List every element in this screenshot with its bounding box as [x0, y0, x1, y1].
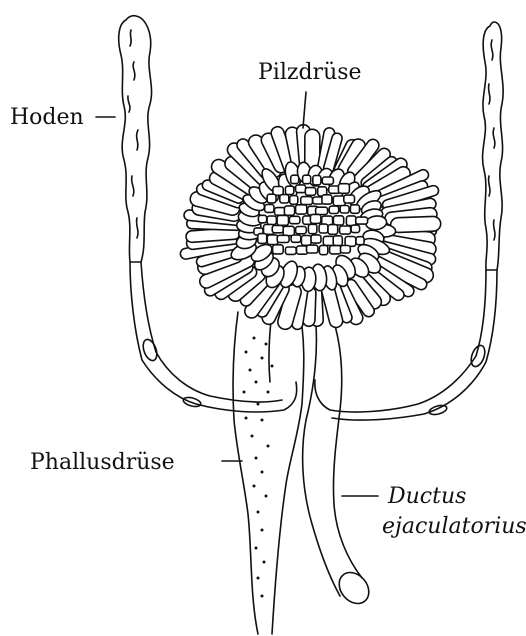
label-phallusdruese: Phallusdrüse: [30, 452, 175, 474]
gland-dot: [255, 381, 258, 384]
gland-cell: [356, 237, 364, 245]
gland-cell: [301, 197, 313, 205]
gland-cell: [285, 186, 293, 194]
gland-cell: [267, 216, 276, 225]
gland-cell: [338, 184, 349, 194]
gland-cell: [277, 215, 288, 225]
gland-cell: [340, 226, 351, 234]
right-testis: [483, 22, 504, 270]
ductus-left-outline: [303, 306, 340, 596]
gland-cell: [311, 235, 321, 243]
gland-dot: [265, 495, 268, 498]
gland-cell: [316, 207, 328, 214]
gland-cell: [344, 195, 355, 203]
gland-cell: [296, 205, 307, 214]
gland-dot: [253, 485, 256, 488]
gland-cell: [301, 236, 311, 246]
gland-cell: [267, 235, 278, 245]
gland-dot: [261, 595, 264, 598]
gland-dot: [255, 457, 258, 460]
gland-cell: [313, 176, 321, 185]
gland-dot: [255, 547, 258, 550]
gland-cell: [310, 214, 321, 223]
gland-cell: [350, 205, 359, 214]
label-ductus-line1: Ductus: [388, 486, 466, 508]
gland-cell: [328, 225, 338, 235]
gland-dot: [249, 369, 252, 372]
gland-cell: [267, 194, 276, 203]
gland-dot: [253, 337, 256, 340]
phallus-gland: [233, 302, 304, 634]
gland-dot: [243, 391, 246, 394]
gland-cell: [330, 246, 341, 254]
gland-tubule: [390, 216, 441, 232]
gland-cell: [272, 225, 283, 232]
gland-cell: [322, 195, 332, 204]
gland-dot: [261, 529, 264, 532]
gland-cell: [291, 175, 299, 183]
gland-cell: [277, 235, 289, 242]
left-testis-outline: [119, 16, 152, 262]
gland-dot: [245, 417, 248, 420]
mushroom-gland: [179, 124, 441, 331]
gland-cell: [265, 205, 274, 213]
gland-cell: [273, 245, 284, 254]
gland-cell: [280, 195, 289, 203]
gland-cell: [290, 196, 298, 205]
gland-cell: [258, 215, 266, 223]
gland-dot: [251, 435, 254, 438]
gland-cell: [319, 245, 327, 254]
label-ductus-line2: ejaculatorius: [382, 516, 526, 538]
phallus-gland-right-outline: [272, 302, 304, 634]
phallus-gland-left-outline: [233, 312, 258, 634]
gland-cell: [351, 225, 360, 233]
gland-dot: [267, 445, 270, 448]
gland-dot: [257, 403, 260, 406]
gland-cell: [341, 246, 351, 254]
left-testis: [119, 16, 152, 262]
gland-dot: [261, 419, 264, 422]
gland-cell: [329, 206, 339, 213]
gland-dot: [267, 391, 270, 394]
gland-dot: [271, 365, 274, 368]
gland-cell: [289, 216, 300, 223]
gland-dot: [257, 511, 260, 514]
label-hoden: Hoden: [10, 107, 84, 129]
gland-dot: [261, 357, 264, 360]
ductus-right-outline: [326, 300, 362, 578]
ductus-opening: [333, 567, 375, 610]
gland-cell: [303, 175, 311, 184]
gland-cell: [322, 177, 333, 184]
leader-line-pilzdruese: [303, 92, 306, 128]
gland-cell: [291, 235, 301, 242]
gland-cell: [305, 188, 316, 196]
gland-cell: [285, 247, 296, 254]
gland-cell: [319, 224, 328, 233]
gland-cell: [307, 245, 318, 253]
gland-dot: [261, 471, 264, 474]
gland-cell: [340, 206, 349, 214]
ductus-ejaculatorius: [303, 300, 375, 609]
gland-dot: [245, 351, 248, 354]
gland-cell: [258, 234, 267, 244]
gland-cell: [333, 216, 343, 225]
gland-cell: [296, 227, 307, 234]
label-pilzdruese: Pilzdrüse: [258, 62, 362, 84]
gland-dot: [263, 561, 266, 564]
gland-dot: [257, 577, 260, 580]
gland-cell: [296, 185, 306, 193]
gland-cell: [356, 217, 368, 224]
gland-dot: [265, 343, 268, 346]
gland-cell: [308, 224, 317, 233]
gland-cell: [284, 206, 294, 215]
gland-cell: [346, 216, 356, 226]
gland-cell: [333, 236, 342, 246]
